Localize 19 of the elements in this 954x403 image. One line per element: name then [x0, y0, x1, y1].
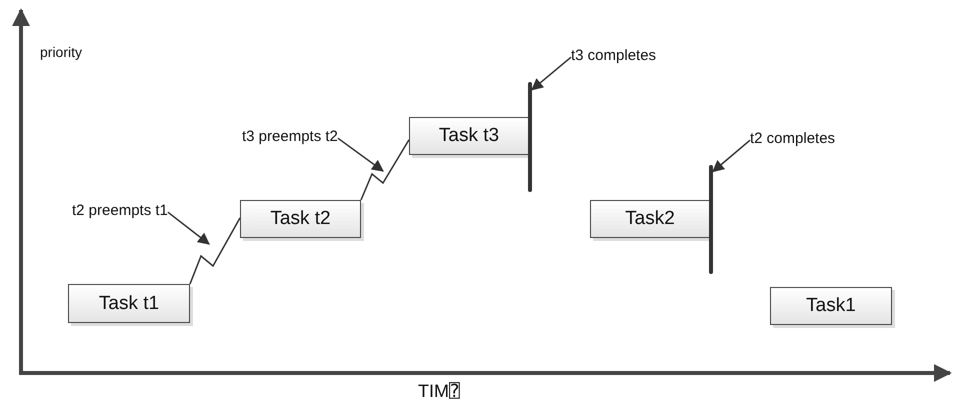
annotation-text: t2 completes: [750, 130, 836, 147]
task-box: Task t1: [68, 284, 190, 323]
annotation-text: t2 preempts t1: [72, 202, 168, 219]
axis-label: TIM⍰: [418, 381, 460, 402]
annotation-text: t3 preempts t2: [242, 128, 338, 145]
annotation-text: t3 completes: [571, 47, 656, 64]
leader-arrow: [531, 56, 572, 90]
axis-label: priority: [40, 44, 82, 60]
task-box: Task t2: [240, 200, 361, 238]
zigzag-connector: [189, 218, 241, 284]
completion-bar: [709, 165, 713, 274]
task-box: Task2: [590, 200, 710, 238]
leader-arrow: [712, 140, 750, 172]
leader-arrow: [337, 138, 384, 172]
task-box: Task1: [770, 287, 892, 325]
zigzag-connector: [360, 139, 410, 200]
task-box: Task t3: [409, 117, 529, 155]
completion-bar: [528, 82, 532, 192]
leader-arrow: [167, 212, 210, 245]
